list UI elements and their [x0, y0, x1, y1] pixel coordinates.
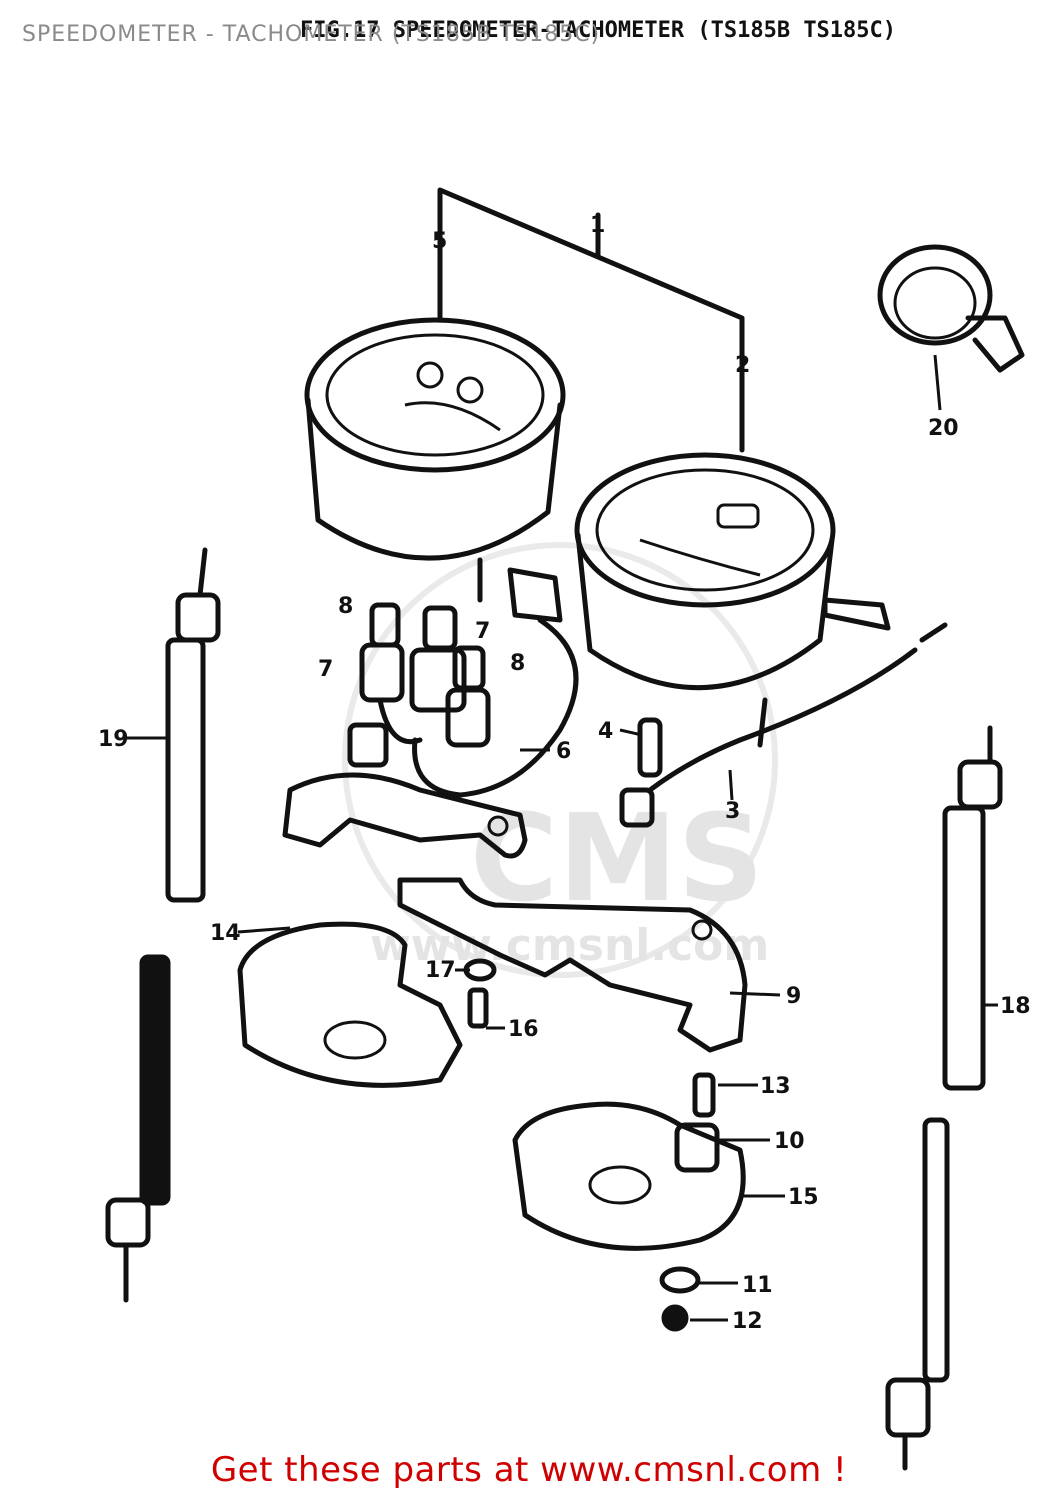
callout-5: 5	[432, 229, 447, 254]
speedometer-cable[interactable]	[105, 547, 221, 1303]
get-parts-link[interactable]: Get these parts at www.cmsnl.com !	[210, 1450, 848, 1490]
callout-10: 10	[774, 1129, 805, 1154]
callout-15: 15	[788, 1185, 819, 1210]
callout-labels: 1 2 3 4 5 6 7 7 8 8 9 10 11 12 13 14 15 …	[98, 213, 1031, 1334]
gauge-cover-left[interactable]	[237, 921, 463, 1088]
indicator-lamp-wire[interactable]	[412, 567, 579, 798]
callout-8a: 8	[338, 594, 353, 619]
callout-16: 16	[508, 1017, 539, 1042]
callout-6: 6	[556, 739, 571, 764]
callout-12: 12	[732, 1309, 763, 1334]
page-title: SPEEDOMETER - TACHOMETER (TS185B TS185C)	[22, 22, 601, 47]
leader-lines	[125, 354, 998, 1322]
callout-4: 4	[598, 719, 613, 744]
callout-13: 13	[760, 1074, 791, 1099]
callout-14: 14	[210, 921, 241, 946]
callout-7b: 7	[475, 619, 490, 644]
callout-18: 18	[1000, 994, 1031, 1019]
scan-figure-title: FIG.17 SPEEDOMETER-TACHOMETER (TS185B TS…	[300, 18, 897, 43]
callout-9: 9	[786, 984, 801, 1009]
small-hardware[interactable]	[463, 958, 701, 1332]
part-1-bracket	[437, 187, 745, 453]
callout-17: 17	[425, 958, 456, 983]
callout-8b: 8	[510, 651, 525, 676]
tachometer-cable[interactable]	[885, 725, 1003, 1471]
clamp-band[interactable]	[877, 244, 1025, 373]
mounting-bracket[interactable]	[282, 772, 748, 1053]
callout-11: 11	[742, 1273, 773, 1298]
callout-20: 20	[928, 416, 959, 441]
callout-7a: 7	[318, 657, 333, 682]
gauge-cover-right[interactable]	[512, 1072, 746, 1251]
bulb-sockets[interactable]	[347, 602, 491, 768]
callout-19: 19	[98, 727, 129, 752]
tachometer-gauge[interactable]	[574, 452, 891, 748]
speedometer-gauge[interactable]	[304, 317, 566, 603]
callout-2: 2	[735, 353, 750, 378]
callout-1: 1	[590, 213, 605, 238]
wiring-harness[interactable]	[619, 622, 948, 828]
callout-3: 3	[725, 799, 740, 824]
